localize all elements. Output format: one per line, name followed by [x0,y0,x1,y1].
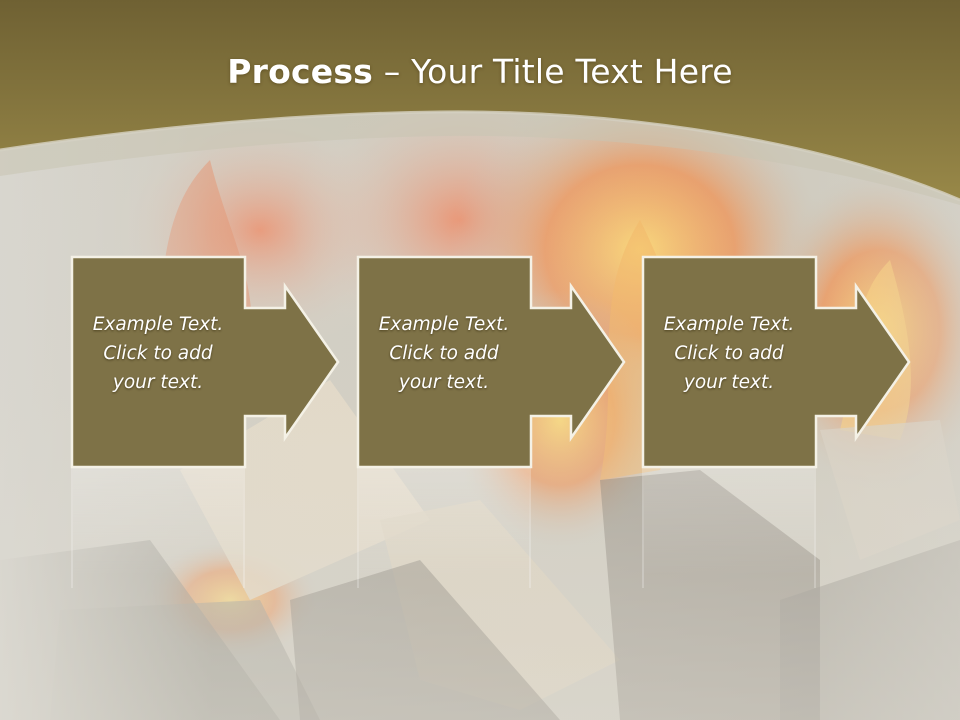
step-3-text: Example Text. Click to add your text. [644,310,814,397]
step-1-line-2: Click to add [103,343,213,364]
step-1-line-3: your text. [112,372,204,393]
step-2-text: Example Text. Click to add your text. [359,310,529,397]
title-subtitle-part: – Your Title Text Here [373,52,733,91]
process-step-1[interactable]: Example Text. Click to add your text. [70,255,341,469]
step-1-reflection [71,468,247,588]
step-3-line-3: your text. [683,372,775,393]
page-title: Process – Your Title Text Here [0,52,960,91]
step-3-line-1: Example Text. [663,314,795,335]
step-2-line-3: your text. [398,372,490,393]
step-2-reflection [357,468,533,588]
title-bold-part: Process [227,52,374,91]
step-1-text: Example Text. Click to add your text. [73,310,243,397]
step-3-reflection [642,468,818,588]
process-step-3[interactable]: Example Text. Click to add your text. [641,255,912,469]
step-2-arrow-shape [356,255,626,469]
step-2-line-1: Example Text. [378,314,510,335]
step-1-arrow-shape [70,255,340,469]
step-2-line-2: Click to add [389,343,499,364]
step-3-arrow-shape [641,255,911,469]
step-3-line-2: Click to add [674,343,784,364]
step-1-line-1: Example Text. [92,314,224,335]
process-step-2[interactable]: Example Text. Click to add your text. [356,255,627,469]
